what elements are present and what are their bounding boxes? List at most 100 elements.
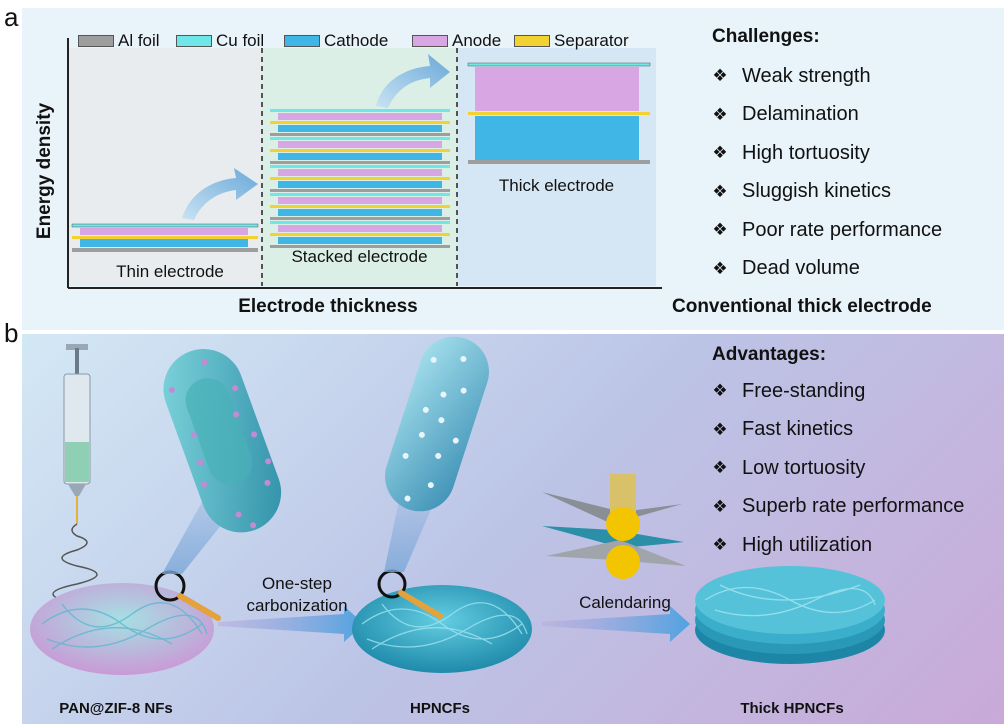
thick-electrode-caption: Thick electrode	[498, 176, 615, 195]
stacked-electrode-caption: Stacked electrode	[291, 247, 428, 266]
diamond-bullet-icon: ❖	[712, 181, 728, 201]
stack-layer	[270, 149, 450, 152]
stack-layer	[270, 109, 450, 112]
stack-layer	[270, 161, 450, 164]
stack-layer	[270, 189, 450, 192]
list-item-text: Poor rate performance	[742, 218, 943, 241]
diamond-bullet-icon: ❖	[712, 496, 728, 516]
legend-anode: Anode	[412, 31, 501, 51]
legend-separator: Separator	[514, 31, 629, 51]
porous-fiber-illustration	[385, 336, 489, 512]
diamond-bullet-icon: ❖	[712, 258, 728, 278]
thick-electrode-stack	[467, 62, 651, 164]
thick-hpncfs-stack	[695, 566, 885, 664]
legend-label: Cu foil	[216, 31, 265, 50]
list-item-text: Superb rate performance	[742, 495, 965, 518]
stack-layer	[278, 153, 442, 160]
step2-label: Calendaring	[579, 593, 671, 612]
conventional-label: Conventional thick electrode	[672, 296, 932, 317]
stack-layer	[278, 125, 442, 132]
thin-electrode-stack	[71, 223, 259, 252]
legend-label: Cathode	[324, 31, 389, 50]
diamond-bullet-icon: ❖	[712, 143, 728, 163]
list-item: ❖ High utilization	[712, 526, 964, 565]
swatch-al-foil	[78, 35, 114, 47]
list-item: ❖ Low tortuosity	[712, 449, 964, 488]
stack-layer	[270, 133, 450, 136]
stack-layer	[270, 217, 450, 220]
diamond-bullet-icon: ❖	[712, 220, 728, 240]
legend-label: Anode	[452, 31, 502, 50]
legend-al-foil: Al foil	[78, 31, 160, 51]
material-label-3: Thick HPNCFs	[740, 700, 844, 717]
stack-layer	[270, 193, 450, 196]
list-item-text: Sluggish kinetics	[742, 180, 891, 203]
list-item-text: Weak strength	[742, 64, 871, 87]
zif8-fiber-illustration	[163, 349, 282, 533]
stacked-electrode-stack	[270, 109, 450, 248]
challenges-list: ❖ Weak strength ❖ Delamination ❖ High tortuos…	[712, 57, 942, 288]
list-item-text: Fast kinetics	[742, 418, 854, 441]
list-item-text: High utilization	[742, 533, 873, 556]
list-item: ❖ Delamination	[712, 96, 942, 135]
panel-a-letter: a	[4, 2, 19, 32]
x-axis-label: Electrode thickness	[238, 296, 418, 317]
swatch-separator	[514, 35, 550, 47]
panel-b-letter: b	[4, 318, 19, 348]
stack-layer	[278, 209, 442, 216]
process-diagram	[30, 336, 690, 675]
stack-layer	[278, 181, 442, 188]
stack-layer	[270, 233, 450, 236]
legend-cathode: Cathode	[284, 31, 388, 51]
advantages-title: Advantages:	[712, 344, 827, 365]
diamond-bullet-icon: ❖	[712, 104, 728, 124]
diamond-bullet-icon: ❖	[712, 381, 728, 401]
diamond-bullet-icon: ❖	[712, 535, 728, 555]
challenges-title: Challenges:	[712, 26, 820, 47]
list-item-text: High tortuosity	[742, 141, 870, 164]
stack-layer	[278, 169, 442, 176]
stack-layer	[270, 245, 450, 248]
y-axis-label: Energy density	[34, 102, 55, 240]
list-item: ❖ Sluggish kinetics	[712, 173, 942, 212]
diamond-bullet-icon: ❖	[712, 66, 728, 86]
swatch-cu-foil	[176, 35, 212, 47]
stack-layer	[278, 141, 442, 148]
stack-layer	[278, 113, 442, 120]
legend-label: Al foil	[118, 31, 160, 50]
stack-layer	[278, 197, 442, 204]
legend-cu-foil: Cu foil	[176, 31, 264, 51]
material-label-2: HPNCFs	[409, 700, 470, 717]
list-item: ❖ High tortuosity	[712, 134, 942, 173]
curved-arrow-1	[182, 168, 258, 220]
swatch-anode	[412, 35, 448, 47]
list-item: ❖ Free-standing	[712, 372, 964, 411]
hpncfs-disc	[352, 585, 532, 673]
stack-layer	[270, 205, 450, 208]
thin-electrode-caption: Thin electrode	[116, 262, 224, 281]
stack-layer	[270, 165, 450, 168]
stack-layer	[270, 121, 450, 124]
flow-arrow-2	[542, 606, 690, 642]
stack-layer	[278, 225, 442, 232]
flow-arrow-1	[218, 606, 364, 642]
legend-label: Separator	[554, 31, 629, 50]
curved-arrow-2	[376, 54, 450, 108]
diamond-bullet-icon: ❖	[712, 458, 728, 478]
material-label-1: PAN@ZIF-8 NFs	[59, 700, 173, 717]
stack-layer	[270, 137, 450, 140]
syringe-icon	[52, 344, 98, 605]
list-item-text: Low tortuosity	[742, 456, 866, 479]
list-item-text: Delamination	[742, 103, 859, 126]
list-item: ❖ Weak strength	[712, 57, 942, 96]
list-item: ❖ Poor rate performance	[712, 211, 942, 250]
diamond-bullet-icon: ❖	[712, 419, 728, 439]
swatch-cathode	[284, 35, 320, 47]
stack-layer	[270, 221, 450, 224]
calendaring-rollers	[542, 474, 686, 579]
step1-label-line1: One-step	[262, 574, 332, 593]
list-item-text: Dead volume	[742, 257, 860, 280]
stack-layer	[278, 237, 442, 244]
pan-zif8-disc	[30, 583, 214, 675]
list-item-text: Free-standing	[742, 379, 866, 402]
